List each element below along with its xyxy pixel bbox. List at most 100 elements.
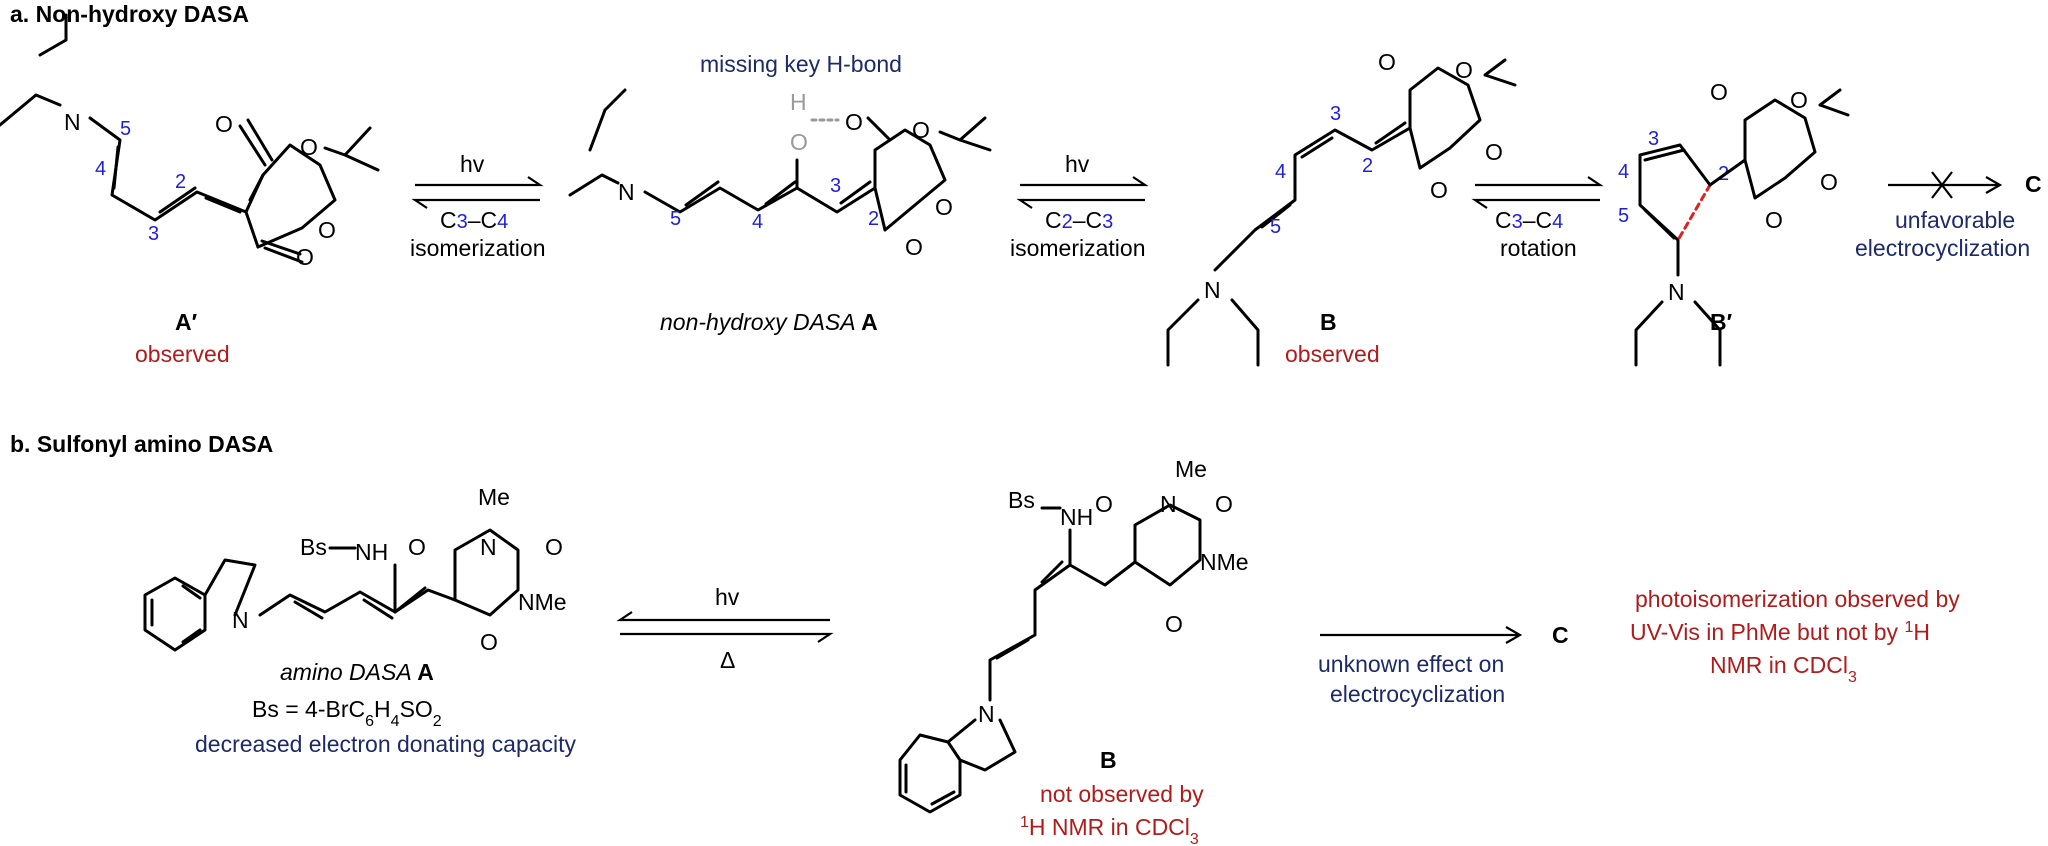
- molecule-b: 5 4 3 2 N O O O O: [1166, 49, 1517, 367]
- svg-text:hv: hv: [715, 584, 740, 610]
- svg-text:O: O: [1430, 177, 1448, 203]
- svg-text:3: 3: [1330, 103, 1341, 125]
- svg-text:4: 4: [752, 211, 763, 233]
- svg-text:O: O: [935, 194, 953, 220]
- b-status: observed: [1285, 341, 1380, 367]
- svg-text:N: N: [480, 534, 497, 560]
- molecule-b-prime: 3 4 5 2 N O O O O: [1618, 79, 1850, 367]
- svg-text:NH: NH: [355, 539, 388, 565]
- molecule-amino-dasa-a: N NH Bs O N Me O NMe O: [143, 484, 567, 655]
- svg-text:O: O: [1215, 491, 1233, 517]
- svg-text:O: O: [1378, 49, 1396, 75]
- hbond-annotation: missing key H-bond: [700, 51, 902, 77]
- svg-text:N: N: [978, 701, 995, 727]
- svg-text:Bs: Bs: [300, 534, 327, 560]
- a-prime-status: observed: [135, 341, 230, 367]
- svg-text:4: 4: [1618, 161, 1629, 183]
- svg-text:hv: hv: [460, 151, 485, 177]
- svg-text:O: O: [1095, 491, 1113, 517]
- svg-text:unknown effect on: unknown effect on: [1318, 651, 1504, 677]
- electron-donating-note: decreased electron donating capacity: [195, 731, 577, 757]
- svg-text:O: O: [1710, 79, 1728, 105]
- svg-text:C3–C4: C3–C4: [1495, 207, 1563, 233]
- svg-text:O: O: [318, 217, 336, 243]
- svg-text:5: 5: [670, 208, 681, 230]
- molecule-non-hydroxy-dasa-a: N O H O O O O 5 4 3 2: [568, 88, 992, 260]
- non-hydroxy-dasa-a-label: non-hydroxy DASA A: [660, 309, 878, 335]
- svg-text:4: 4: [95, 158, 106, 180]
- svg-text:3: 3: [1648, 128, 1659, 150]
- svg-text:unfavorable: unfavorable: [1895, 207, 2015, 233]
- svg-text:O: O: [845, 109, 863, 135]
- equilibrium-arrow-a1: hv C3–C4 isomerization: [410, 151, 546, 261]
- product-c-b: C: [1552, 622, 1569, 648]
- svg-text:O: O: [1485, 139, 1503, 165]
- row-b-b-status1: not observed by: [1040, 781, 1204, 807]
- reaction-arrow-b2: unknown effect on electrocyclization C: [1318, 622, 1569, 707]
- svg-text:C3–C4: C3–C4: [440, 207, 508, 233]
- svg-text:isomerization: isomerization: [410, 235, 546, 261]
- svg-text:H: H: [790, 89, 807, 115]
- svg-text:C2–C3: C2–C3: [1045, 207, 1113, 233]
- product-c-a: C: [2025, 171, 2042, 197]
- svg-text:2: 2: [1362, 155, 1373, 177]
- svg-text:O: O: [480, 629, 498, 655]
- svg-text:electrocyclization: electrocyclization: [1855, 235, 2030, 261]
- section-a-header: a. Non-hydroxy DASA: [10, 1, 249, 27]
- svg-text:N: N: [1668, 279, 1685, 305]
- svg-text:NH: NH: [1060, 504, 1093, 530]
- svg-text:hv: hv: [1065, 151, 1090, 177]
- svg-text:NMe: NMe: [1200, 549, 1249, 575]
- svg-text:O: O: [1820, 169, 1838, 195]
- svg-text:electrocyclization: electrocyclization: [1330, 681, 1505, 707]
- svg-text:Me: Me: [1175, 456, 1207, 482]
- svg-text:O: O: [545, 534, 563, 560]
- svg-text:O: O: [300, 134, 318, 160]
- equilibrium-arrow-a3: C3–C4 rotation: [1471, 176, 1604, 261]
- svg-text:O: O: [215, 111, 233, 137]
- svg-text:UV-Vis in PhMe but not by 1H: UV-Vis in PhMe but not by 1H: [1630, 619, 1930, 646]
- svg-text:O: O: [1455, 57, 1473, 83]
- svg-text:3: 3: [830, 175, 841, 197]
- equilibrium-arrow-b1: hv Δ: [616, 584, 834, 673]
- svg-text:N: N: [618, 179, 635, 205]
- b-label: B: [1320, 309, 1337, 335]
- svg-text:N: N: [64, 109, 81, 135]
- svg-text:O: O: [905, 234, 923, 260]
- b-prime-label: B′: [1710, 309, 1733, 335]
- svg-text:NMR in CDCl3: NMR in CDCl3: [1710, 652, 1857, 686]
- svg-text:Me: Me: [478, 484, 510, 510]
- svg-text:O: O: [912, 117, 930, 143]
- svg-text:2: 2: [175, 171, 186, 193]
- svg-text:isomerization: isomerization: [1010, 235, 1146, 261]
- section-b-header: b. Sulfonyl amino DASA: [10, 431, 273, 457]
- svg-text:O: O: [790, 129, 808, 155]
- svg-text:2: 2: [868, 208, 879, 230]
- svg-text:photoisomerization observed by: photoisomerization observed by: [1635, 586, 1960, 612]
- svg-text:N: N: [1204, 277, 1221, 303]
- svg-text:5: 5: [120, 118, 131, 140]
- svg-text:O: O: [1790, 87, 1808, 113]
- svg-text:O: O: [296, 244, 314, 270]
- equilibrium-arrow-a2: hv C2–C3 isomerization: [1010, 151, 1149, 261]
- amino-dasa-a-label: amino DASA A: [280, 659, 434, 685]
- a-prime-label: A′: [175, 309, 198, 335]
- photoisomerization-note: photoisomerization observed by UV-Vis in…: [1630, 586, 1960, 686]
- svg-text:N: N: [1160, 491, 1177, 517]
- svg-text:O: O: [1165, 611, 1183, 637]
- blocked-arrow-a4: C unfavorable electrocyclization: [1855, 171, 2042, 261]
- row-b-b-label: B: [1100, 747, 1117, 773]
- svg-text:O: O: [408, 534, 426, 560]
- svg-text:Δ: Δ: [720, 647, 735, 673]
- svg-text:3: 3: [148, 223, 159, 245]
- bs-definition: Bs = 4-BrC6H4SO2: [252, 696, 442, 730]
- molecule-a-prime: N O O O O 5 4 3 2: [0, 13, 380, 270]
- svg-text:N: N: [232, 607, 249, 633]
- svg-text:4: 4: [1275, 161, 1286, 183]
- svg-text:Bs: Bs: [1008, 487, 1035, 513]
- molecule-b-row-b: NH Bs O N Me O NMe O N: [898, 456, 1249, 814]
- svg-text:NMe: NMe: [518, 589, 567, 615]
- svg-text:5: 5: [1270, 216, 1281, 238]
- svg-text:rotation: rotation: [1500, 235, 1577, 261]
